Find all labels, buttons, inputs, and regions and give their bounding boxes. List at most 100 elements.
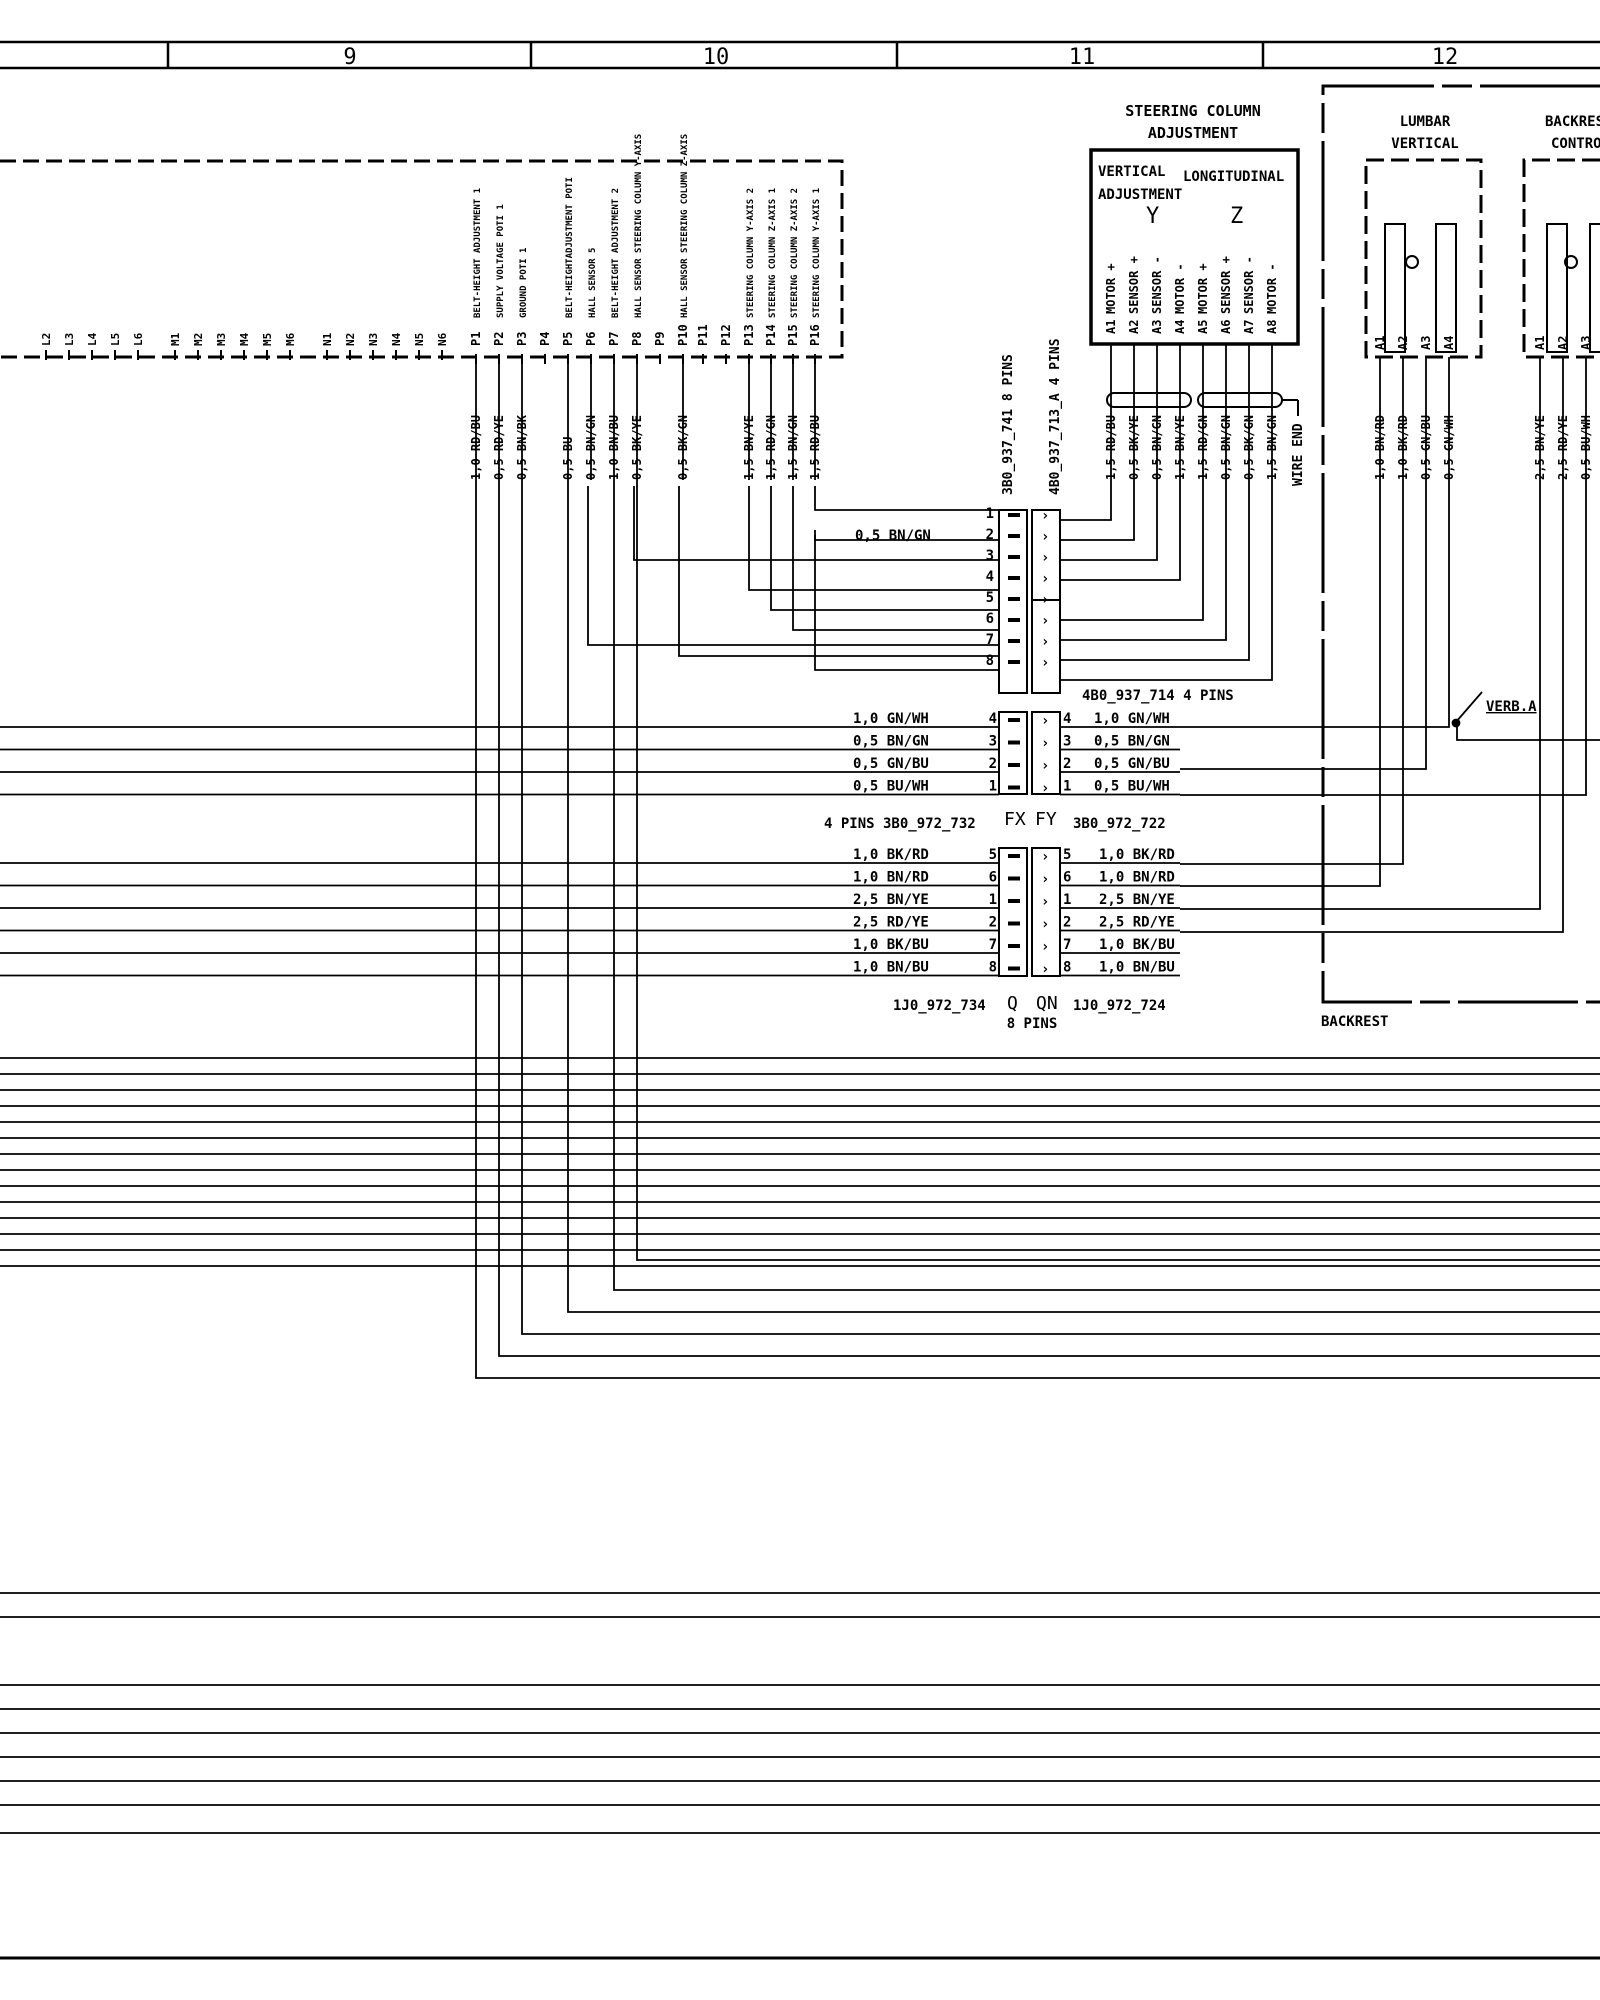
fy-right-wire: 0,5 GN/BU <box>1094 756 1170 772</box>
module-wires: 1,0 RD/BU0,5 RD/YE0,5 BN/BK0,5 BU0,5 BN/… <box>469 357 822 480</box>
qn-socket: › <box>1041 939 1049 955</box>
fx-part-label: 4 PINS 3B0_972_732 <box>824 816 976 832</box>
backrest-outline <box>1321 84 1600 1004</box>
module-pin-p15: P15 <box>786 324 800 346</box>
seat-module-outline <box>0 159 844 359</box>
steering-pin-label-a6: SENSOR + <box>1219 256 1233 314</box>
module-to-connector-wiring <box>587 486 999 671</box>
module-pin-desc-p13: STEERING COLUMN Y-AXIS 2 <box>746 188 756 318</box>
fy-right-wire: 1,0 GN/WH <box>1094 711 1170 727</box>
qn-right-wire: 1,0 BK/RD <box>1099 847 1175 863</box>
connector-8pin-num-6: 6 <box>986 611 994 627</box>
connector-8pin-socket: › <box>1041 613 1049 629</box>
backrest-route <box>1180 480 1541 910</box>
q-left-wire: 1,0 BK/RD <box>853 847 929 863</box>
column-number-11: 11 <box>1069 45 1096 70</box>
module-pin-p16: P16 <box>808 324 822 346</box>
fx-left-wire: 0,5 GN/BU <box>853 756 929 772</box>
steering-pin-label-a2: SENSOR + <box>1127 256 1141 314</box>
module-return-wire <box>613 480 1600 1291</box>
fx-left-pin: 3 <box>989 734 997 750</box>
fy-part-label: 3B0_972_722 <box>1073 816 1166 832</box>
steering-pin-a1: A1 <box>1104 320 1118 334</box>
module-pin-l2: L2 <box>40 333 53 346</box>
connector-8pin-num-8: 8 <box>986 653 994 669</box>
vertical-label: VERTICAL <box>1098 164 1165 180</box>
bn-gn-wire-label: 0,5 BN/GN <box>855 528 931 544</box>
steering-route <box>1060 480 1112 521</box>
q-left-pin: 8 <box>989 960 997 976</box>
module-pin-l4: L4 <box>86 332 99 346</box>
steering-route <box>1060 480 1204 621</box>
q-left-wire: 1,0 BN/BU <box>853 960 929 976</box>
q-left-wire: 2,5 RD/YE <box>853 915 929 931</box>
control-title-line1: BACKRES <box>1545 114 1600 130</box>
connector-4pin-right-body <box>1031 599 1061 694</box>
column-numbers: 9 10 11 12 <box>343 45 1458 70</box>
module-pin-n1: N1 <box>321 332 334 346</box>
backrest-route <box>1180 480 1381 887</box>
module-pin-p1: P1 <box>469 332 483 346</box>
qn-socket: › <box>1041 849 1049 865</box>
module-pin-m1: M1 <box>169 332 182 346</box>
backrest-label: BACKREST <box>1321 1014 1388 1030</box>
connector-8pin-socket: › <box>1041 634 1049 650</box>
fy-socket: › <box>1041 736 1049 752</box>
connector-8pin-num-3: 3 <box>986 548 994 564</box>
module-pin-p2: P2 <box>492 332 506 346</box>
column-number-9: 9 <box>343 45 356 70</box>
steering-pin-label-a3: SENSOR - <box>1150 256 1164 314</box>
module-pin-p8: P8 <box>630 332 644 346</box>
qn-right-pin: 8 <box>1063 960 1071 976</box>
qn-right-pin: 7 <box>1063 937 1071 953</box>
fx-left-pin: 4 <box>989 711 997 727</box>
qn-right-wire: 2,5 RD/YE <box>1099 915 1175 931</box>
module-pin-n4: N4 <box>390 332 403 346</box>
steering-pin-label-a5: MOTOR + <box>1196 263 1210 314</box>
connector-8pin-right-label: 4B0_937_713_A 4 PINS <box>1048 338 1063 495</box>
module-pin-m6: M6 <box>284 332 297 346</box>
connector-8pin-socket: › <box>1041 592 1049 608</box>
module-pin-l3: L3 <box>63 333 76 346</box>
connector-4pin-bottom-label: 4B0_937_714 4 PINS <box>1082 688 1234 704</box>
lumbar-box <box>1364 158 1483 359</box>
connector-8pin-socket: › <box>1041 655 1049 671</box>
q-left-wire: 1,0 BN/RD <box>853 870 929 886</box>
module-pin-desc-p2: SUPPLY VOLTAGE POTI 1 <box>496 204 506 318</box>
steering-route <box>1060 480 1227 641</box>
q-part-label: 1J0_972_734 <box>893 998 986 1014</box>
connector-8pin-num-2: 2 <box>986 527 994 543</box>
module-pin-p9: P9 <box>653 332 667 346</box>
fy-id: FY <box>1035 809 1057 830</box>
module-pin-m2: M2 <box>192 333 205 346</box>
control-box <box>1522 158 1600 359</box>
q-left-pin: 6 <box>989 870 997 886</box>
qn-right-wire: 1,0 BN/RD <box>1099 870 1175 886</box>
fx-left-wire: 0,5 BU/WH <box>853 779 929 795</box>
qn-right-pin: 1 <box>1063 892 1071 908</box>
column-number-10: 10 <box>703 45 730 70</box>
module-pin-desc-p8: HALL SENSOR STEERING COLUMN Y-AXIS <box>634 134 644 318</box>
connector-8pin-left-label: 3B0_937_741 8 PINS <box>1001 354 1016 495</box>
axis-z-label: Z <box>1230 204 1243 229</box>
backrest-route <box>1180 480 1587 796</box>
module-pin-desc-p16: STEERING COLUMN Y-AXIS 1 <box>812 188 822 318</box>
verb-junction <box>1451 691 1600 741</box>
steering-column-box <box>1089 148 1300 346</box>
module-pin-desc-p1: BELT-HEIGHT ADJUSTMENT 1 <box>473 188 483 318</box>
fy-socket: › <box>1041 713 1049 729</box>
steering-route <box>1060 480 1273 681</box>
module-pin-desc-p5: BELT-HEIGHTADJUSTMENT POTI <box>565 177 575 318</box>
module-return-wire <box>567 480 1600 1313</box>
steering-pin-label-a8: MOTOR - <box>1265 263 1279 314</box>
steering-column-adjustment: STEERING COLUMN ADJUSTMENT VERTICAL LONG… <box>1060 102 1306 681</box>
q-pins-label: 8 PINS <box>1007 1016 1058 1032</box>
module-pin-p10: P10 <box>676 324 690 346</box>
fx-body <box>998 711 1028 795</box>
lumbar-title-line1: LUMBAR <box>1400 114 1451 130</box>
module-pin-p6: P6 <box>584 332 598 346</box>
module-return-wire <box>498 480 1600 1357</box>
